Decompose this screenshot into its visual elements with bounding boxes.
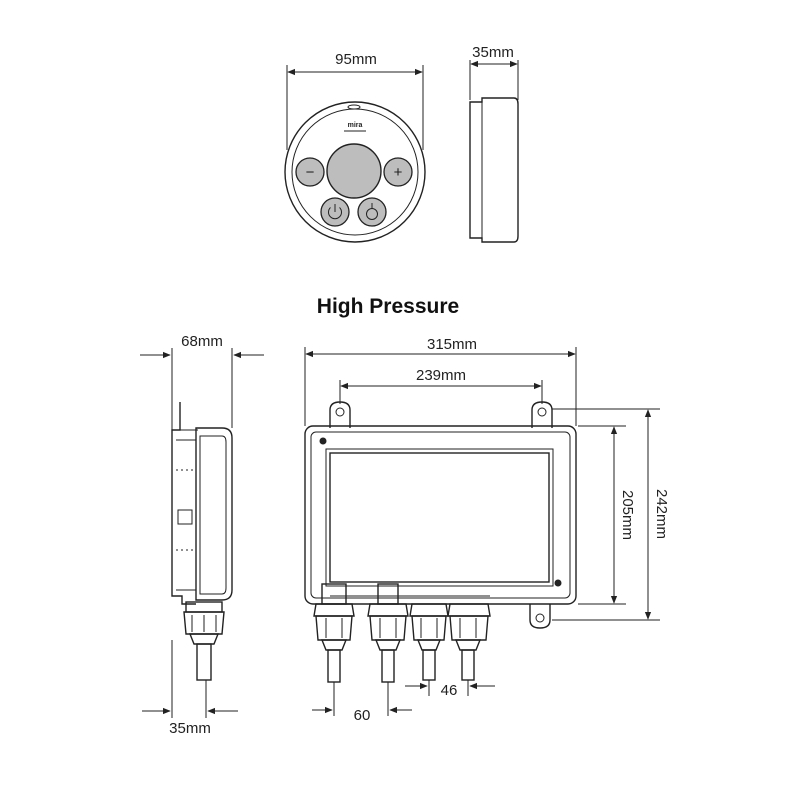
section-title: High Pressure: [317, 295, 459, 318]
pipe-fitting-3: [409, 603, 449, 681]
dimension-35mm-top: 35mm: [469, 44, 519, 100]
dimension-35mm-bottom: 35mm: [142, 640, 238, 737]
dimension-46: 46: [405, 680, 495, 699]
power-icon: [328, 207, 342, 220]
eco-button[interactable]: [357, 197, 387, 227]
label-205mm: 205mm: [619, 490, 636, 540]
plus-symbol: +: [394, 164, 403, 181]
label-95mm: 95mm: [335, 51, 377, 68]
label-60: 60: [354, 707, 371, 724]
power-button[interactable]: [320, 197, 350, 227]
dimension-315mm: 315mm: [304, 336, 577, 426]
control-display-dial: [326, 143, 382, 199]
pump-side-view: [171, 402, 233, 681]
dimension-68mm: 68mm: [140, 333, 264, 430]
label-68mm: 68mm: [181, 333, 223, 350]
plus-button[interactable]: +: [383, 157, 413, 187]
label-35mm-bottom: 35mm: [169, 720, 211, 737]
dimension-60: 60: [312, 682, 412, 724]
control-side-view: [469, 97, 519, 243]
minus-symbol: −: [306, 164, 315, 181]
dimension-242mm: 242mm: [552, 408, 670, 621]
pipe-fitting-4: [447, 603, 491, 681]
dimension-95mm: 95mm: [286, 51, 424, 150]
label-35mm-top: 35mm: [472, 44, 514, 61]
label-315mm: 315mm: [427, 336, 477, 353]
label-239mm: 239mm: [416, 367, 466, 384]
minus-button[interactable]: −: [295, 157, 325, 187]
control-front-view: mira − +: [284, 101, 426, 243]
dimension-205mm: 205mm: [578, 425, 636, 605]
label-242mm: 242mm: [653, 489, 670, 539]
pipe-fitting-2: [367, 583, 409, 683]
pipe-fitting-1: [313, 583, 355, 683]
dimension-239mm: 239mm: [339, 367, 543, 404]
label-46: 46: [441, 682, 458, 699]
brand-logo-text: mira: [348, 122, 363, 129]
